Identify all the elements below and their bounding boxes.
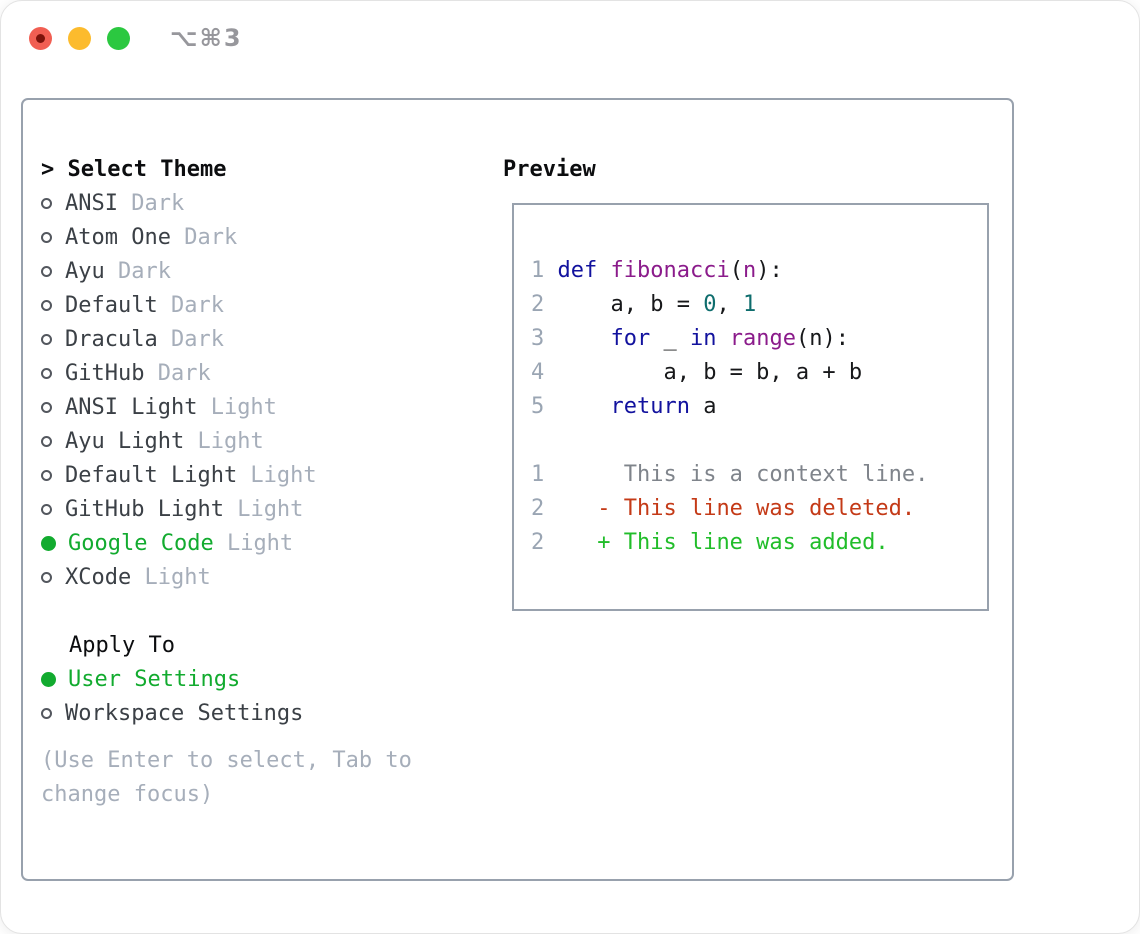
minimize-button[interactable] <box>68 26 91 50</box>
radio-icon <box>41 469 52 481</box>
unsaved-dot-icon <box>36 33 45 43</box>
theme-item-default-light[interactable]: Default Light Light <box>41 458 317 492</box>
theme-item-dracula[interactable]: Dracula Dark <box>41 322 224 356</box>
apply-option-workspace-settings[interactable]: Workspace Settings <box>41 696 303 730</box>
radio-icon <box>41 299 52 311</box>
theme-name: ANSI <box>65 190 118 216</box>
radio-icon <box>41 367 52 379</box>
title-bar: ⌥⌘3 <box>1 1 1139 75</box>
maximize-button[interactable] <box>107 26 130 50</box>
option-name: Workspace Settings <box>65 700 304 726</box>
code-preview: 1 def fibonacci(n): 2 a, b = 0, 1 3 for … <box>531 258 929 555</box>
theme-item-github[interactable]: GitHub Dark <box>41 356 211 390</box>
theme-variant: Dark <box>144 360 211 386</box>
option-name: User Settings <box>68 666 241 692</box>
theme-name: Google Code <box>68 530 214 556</box>
theme-item-google-code[interactable]: Google Code Light <box>41 526 293 560</box>
theme-variant: Dark <box>157 292 224 318</box>
theme-variant: Dark <box>170 224 238 250</box>
theme-item-github-light[interactable]: GitHub Light Light <box>41 492 303 526</box>
theme-name: GitHub Light <box>65 496 224 522</box>
theme-variant: Dark <box>157 326 224 352</box>
help-text: (Use Enter to select, Tab to change focu… <box>41 748 412 807</box>
theme-name: Default Light <box>65 462 238 488</box>
theme-variant: Dark <box>117 190 185 216</box>
theme-name: XCode <box>65 564 132 590</box>
theme-variant: Dark <box>104 258 171 284</box>
preview-box: 1 def fibonacci(n): 2 a, b = 0, 1 3 for … <box>512 203 989 611</box>
theme-name: Default <box>65 292 158 318</box>
theme-name: Dracula <box>65 326 158 352</box>
theme-item-ayu-light[interactable]: Ayu Light Light <box>41 424 264 458</box>
theme-item-default[interactable]: Default Dark <box>41 288 224 322</box>
apply-to-label: Apply To <box>69 632 175 658</box>
radio-icon <box>41 231 52 243</box>
theme-variant: Light <box>237 462 317 488</box>
theme-item-ayu[interactable]: Ayu Dark <box>41 254 171 288</box>
preview-title: Preview <box>503 156 596 182</box>
select-theme-title: Select Theme <box>67 156 227 182</box>
radio-icon <box>41 435 52 447</box>
radio-icon <box>41 265 52 277</box>
radio-icon <box>41 503 52 515</box>
radio-icon <box>41 197 52 209</box>
radio-icon <box>41 707 52 719</box>
theme-name: Ayu <box>65 258 105 284</box>
theme-variant: Light <box>197 394 277 420</box>
select-theme-header: > Select Theme <box>41 152 226 186</box>
prompt-icon: > <box>41 156 55 182</box>
selected-radio-icon <box>41 671 56 687</box>
radio-icon <box>41 571 52 583</box>
theme-item-atom-one[interactable]: Atom One Dark <box>41 220 237 254</box>
theme-name: GitHub <box>65 360 145 386</box>
theme-variant: Light <box>213 530 294 556</box>
theme-variant: Light <box>223 496 304 522</box>
theme-variant: Light <box>131 564 211 590</box>
radio-icon <box>41 401 52 413</box>
theme-item-ansi[interactable]: ANSI Dark <box>41 186 184 220</box>
theme-name: Atom One <box>65 224 171 250</box>
theme-name: Ayu Light <box>65 428 185 454</box>
radio-icon <box>41 333 52 345</box>
close-button[interactable] <box>29 26 52 50</box>
theme-variant: Light <box>184 428 264 454</box>
theme-name: ANSI Light <box>65 394 198 420</box>
selected-radio-icon <box>41 535 56 551</box>
apply-option-user-settings[interactable]: User Settings <box>41 662 240 696</box>
window-title: ⌥⌘3 <box>170 24 243 52</box>
theme-item-ansi-light[interactable]: ANSI Light Light <box>41 390 277 424</box>
theme-item-xcode[interactable]: XCode Light <box>41 560 211 594</box>
